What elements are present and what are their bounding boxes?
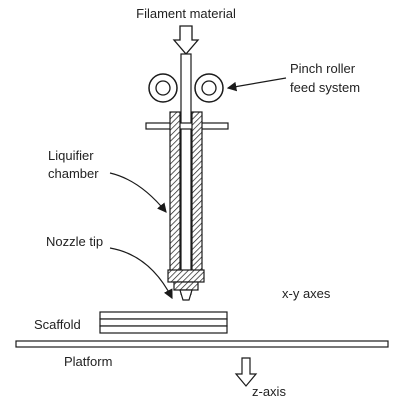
nozzle-tip-label: Nozzle tip <box>46 234 103 249</box>
liquifier-wall-left <box>169 111 181 279</box>
liquifier-leader-arrow <box>109 172 167 213</box>
z-axis-label: z-axis <box>252 384 286 399</box>
pinch-roller-label-line2: feed system <box>290 80 360 95</box>
filament-strand <box>180 53 192 295</box>
pinch-roller-left <box>148 73 178 103</box>
nozzle-assembly <box>167 269 205 301</box>
filament-material-label: Filament material <box>136 6 236 21</box>
liquifier-label-line1: Liquifier <box>48 148 94 163</box>
scaffold-layers <box>99 311 228 334</box>
filament-feed-arrow <box>172 25 200 55</box>
nozzle-tip-leader-arrow <box>109 247 173 300</box>
xy-axes-label: x-y axes <box>282 286 331 301</box>
liquifier-label-line2: chamber <box>48 166 99 181</box>
build-platform <box>15 340 389 348</box>
pinch-roller-label-line1: Pinch roller <box>290 61 356 76</box>
liquifier-wall-right <box>191 111 203 279</box>
pinch-roller-right <box>194 73 224 103</box>
z-axis-arrow <box>234 357 258 387</box>
scaffold-label: Scaffold <box>34 317 81 332</box>
platform-label: Platform <box>64 354 112 369</box>
pinch-roller-leader-arrow <box>226 77 287 92</box>
mounting-flange <box>145 122 229 130</box>
